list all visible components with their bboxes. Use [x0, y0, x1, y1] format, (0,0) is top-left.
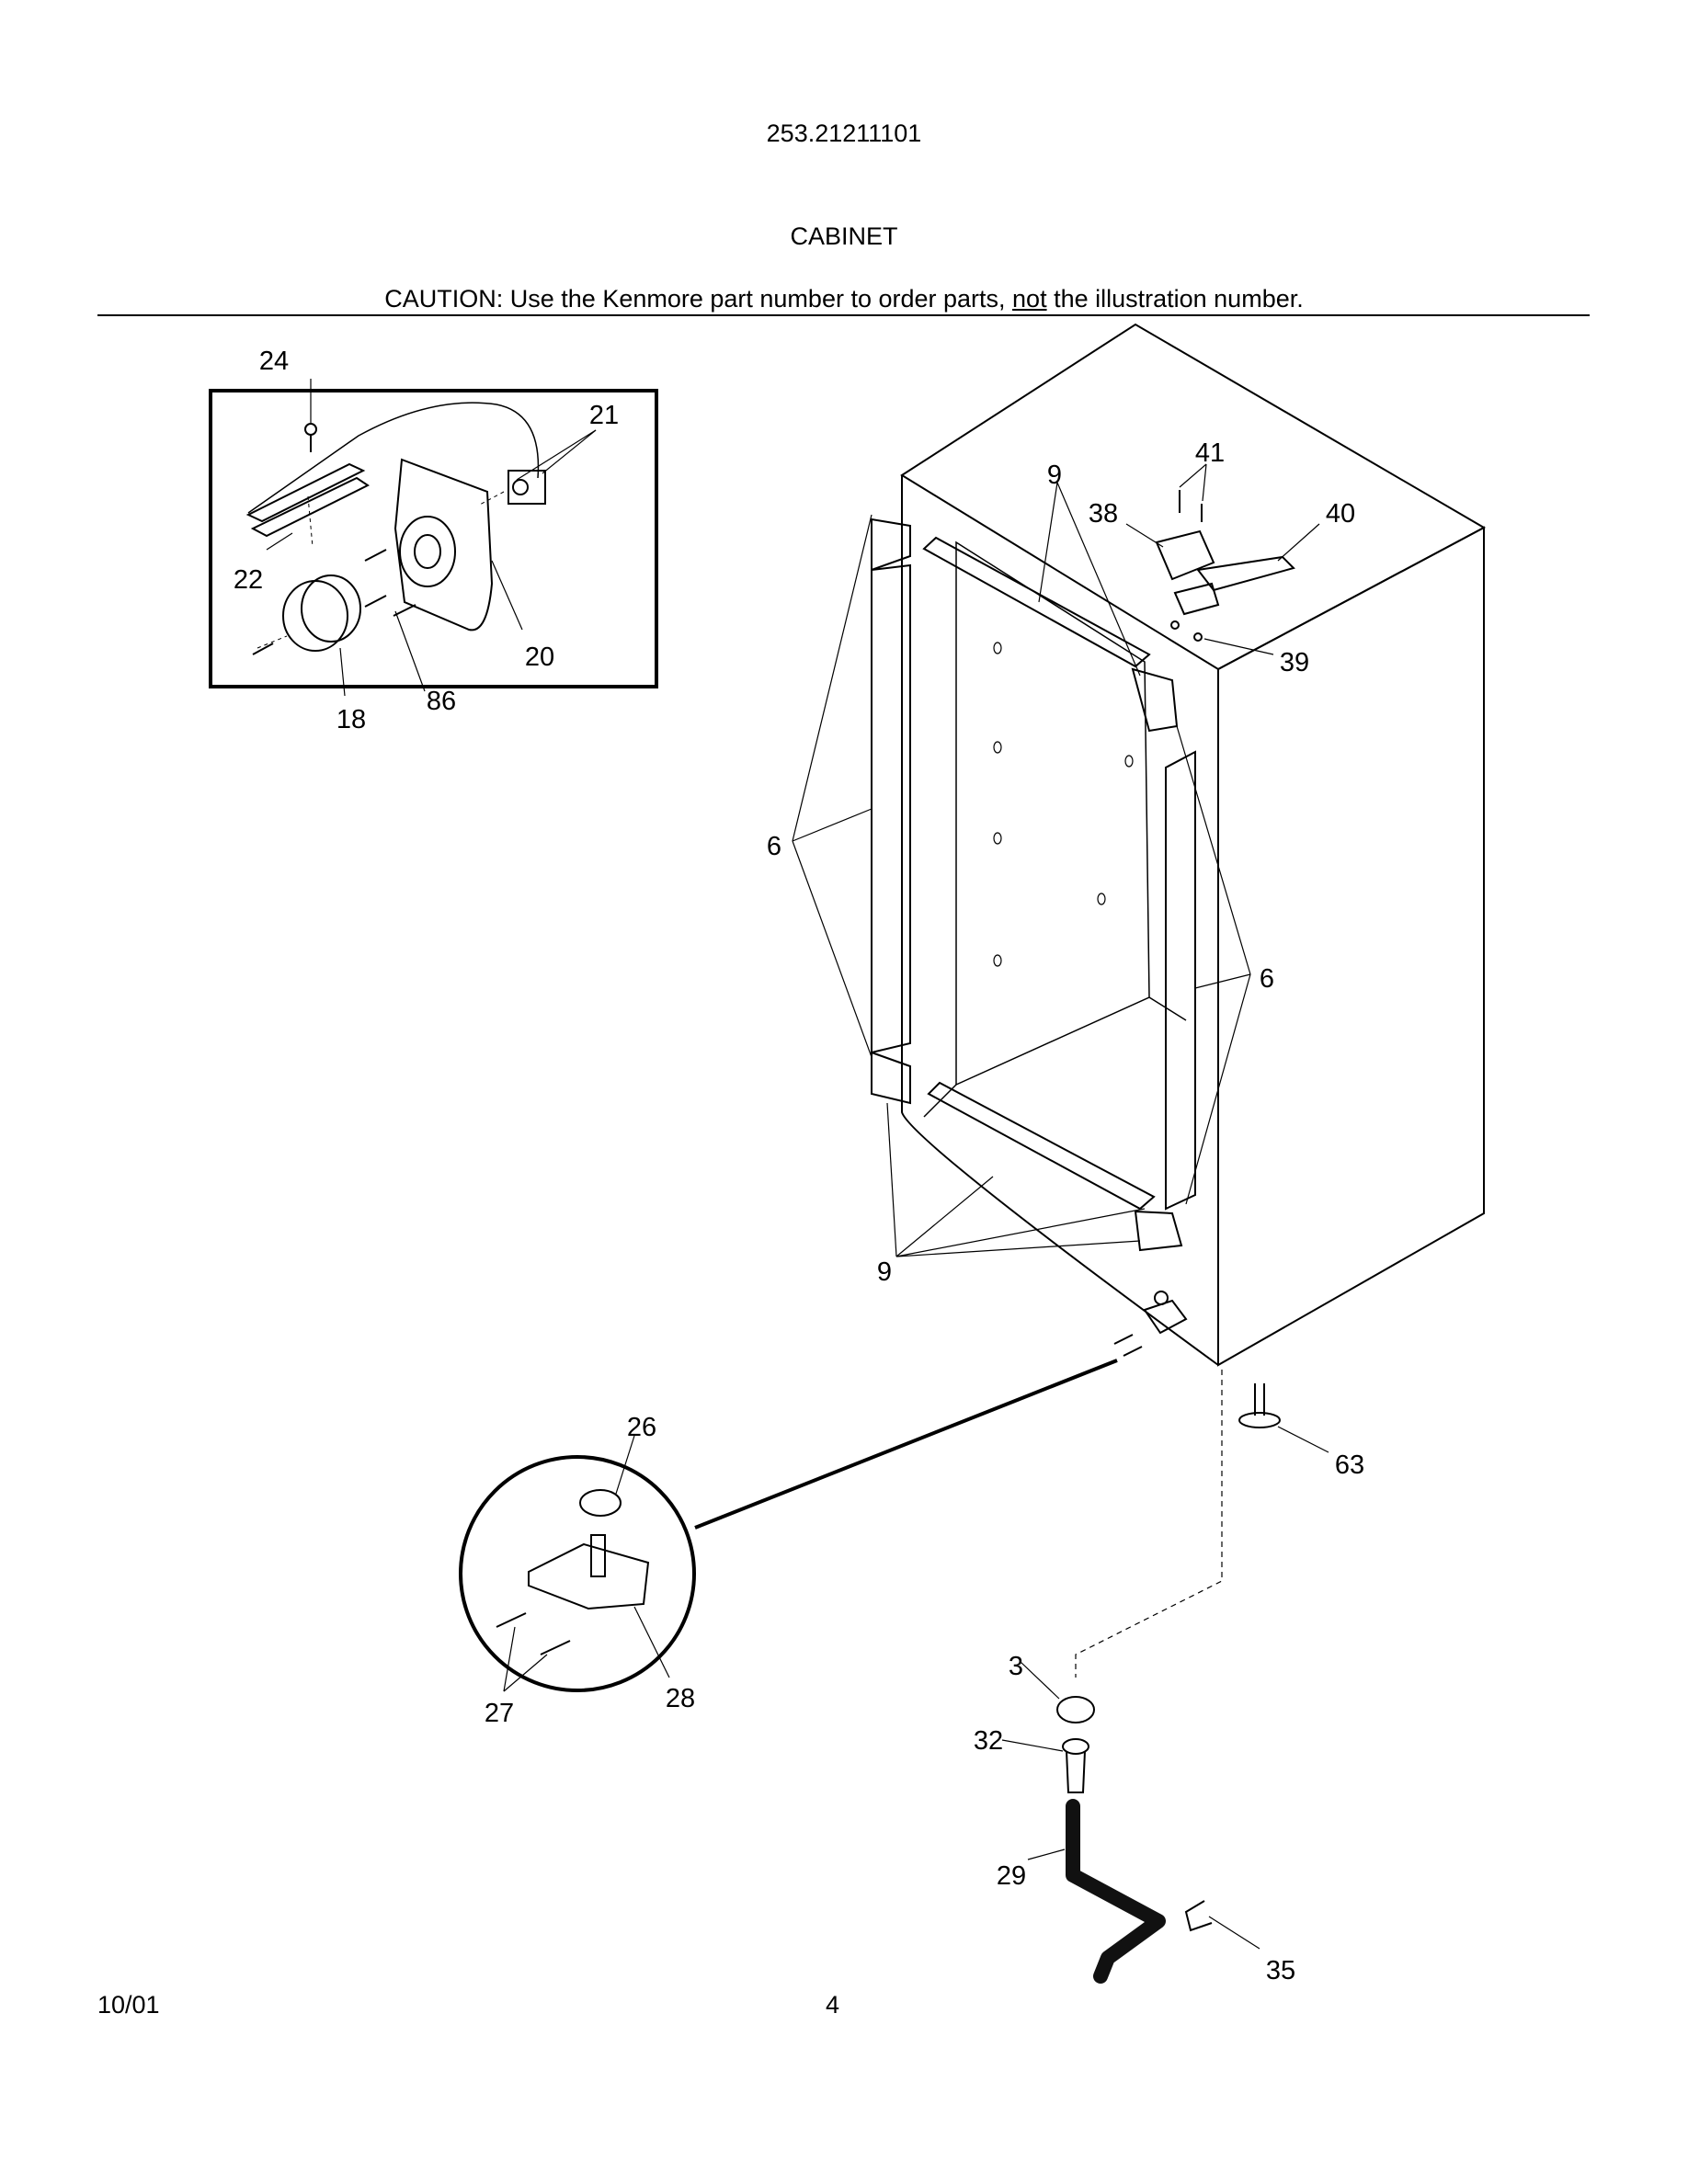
callout-6-left: 6	[767, 832, 781, 861]
strip-left	[871, 563, 911, 1054]
callout-35: 35	[1266, 1956, 1295, 1985]
part-28-hinge	[528, 1542, 650, 1610]
callout-labels: 24 21 22 20 18 86 9 41 38 40 39 6 6 9 26…	[234, 347, 1364, 1985]
part-3-plug	[1056, 1696, 1095, 1723]
control-assembly-inset	[209, 379, 658, 697]
top-hinge-assembly	[1155, 490, 1295, 642]
callout-3: 3	[1009, 1652, 1023, 1681]
part-26-bushing	[579, 1489, 622, 1517]
callout-leaders	[503, 463, 1329, 1950]
callout-21: 21	[589, 401, 619, 430]
callout-18: 18	[336, 705, 366, 734]
caution-note: CAUTION: Use the Kenmore part number to …	[0, 285, 1688, 313]
callout-9-bottom: 9	[877, 1257, 892, 1287]
corner-top-left	[871, 518, 911, 572]
part-63-leveler	[1238, 1383, 1281, 1428]
part-35-clip	[1184, 1900, 1213, 1932]
part-32-fitting-top	[1062, 1738, 1089, 1755]
cabinet-front-edge	[901, 475, 1219, 1366]
strip-bottom	[927, 1081, 1156, 1211]
part-29-drain-tube	[1066, 1799, 1166, 1984]
capillary-tube	[247, 402, 540, 514]
callout-38: 38	[1089, 499, 1118, 529]
hinge-detail-circle	[459, 1455, 696, 1692]
corner-bottom-right	[1134, 1210, 1183, 1252]
callout-22: 22	[234, 565, 263, 595]
part-27-screw-b	[540, 1640, 571, 1655]
callout-28: 28	[666, 1684, 695, 1713]
cabinet-liner-back	[955, 540, 1150, 1086]
part-21-thermostat	[477, 470, 546, 506]
callout-41: 41	[1195, 438, 1225, 468]
callout-24: 24	[259, 347, 289, 376]
strip-top	[922, 536, 1151, 668]
cabinet-side	[1217, 526, 1485, 1367]
cabinet-top	[900, 323, 1487, 671]
caution-text: CAUTION: Use the Kenmore part number to …	[384, 285, 1013, 313]
section-title: CABINET	[790, 222, 898, 250]
hinge-pin	[590, 1534, 606, 1577]
cabinet-body	[900, 323, 1487, 1367]
callout-9-top: 9	[1047, 461, 1062, 490]
callout-26: 26	[627, 1413, 656, 1442]
liner-holes	[993, 642, 1134, 967]
inset-frame	[209, 389, 658, 688]
part-18-knob	[257, 574, 361, 652]
drain-assembly	[1056, 1370, 1223, 1984]
callout-20: 20	[525, 643, 554, 672]
header-rule	[97, 314, 1590, 316]
part-24-screw	[304, 423, 317, 452]
inset-screws	[252, 549, 416, 655]
part-40-hinge-cover	[1196, 555, 1295, 592]
model-number: 253.21211101	[766, 119, 922, 147]
callout-63: 63	[1335, 1450, 1364, 1480]
drain-alignment-line	[1075, 1370, 1223, 1678]
detail-connector	[694, 1359, 1118, 1530]
callout-27: 27	[485, 1699, 514, 1728]
callout-32: 32	[974, 1726, 1003, 1756]
part-39-hinge-plate	[1173, 582, 1220, 616]
corner-bottom-left	[871, 1051, 911, 1105]
corner-top-right	[1131, 667, 1179, 733]
part-32-fitting	[1066, 1750, 1086, 1793]
strip-right	[1165, 750, 1196, 1211]
callout-39: 39	[1280, 648, 1309, 677]
footer-page-number: 4	[826, 1991, 840, 2019]
inset-leaders	[266, 379, 597, 697]
footer-date: 10/01	[97, 1991, 160, 2019]
bottom-hinge-assembly	[459, 1291, 1188, 1692]
caution-emphasis: not	[1012, 285, 1047, 313]
callout-40: 40	[1326, 499, 1355, 529]
callout-29: 29	[997, 1861, 1026, 1891]
callout-86: 86	[427, 687, 456, 716]
part-20-housing	[393, 458, 494, 631]
part-22-clip	[245, 462, 370, 548]
callout-6-right: 6	[1260, 964, 1274, 994]
part-27-screw-a	[496, 1612, 527, 1628]
caution-text-end: the illustration number.	[1046, 285, 1304, 313]
bottom-hinge-bracket	[1143, 1299, 1188, 1335]
breaker-strips	[871, 518, 1196, 1252]
part-38-hinge-bracket	[1155, 529, 1215, 581]
